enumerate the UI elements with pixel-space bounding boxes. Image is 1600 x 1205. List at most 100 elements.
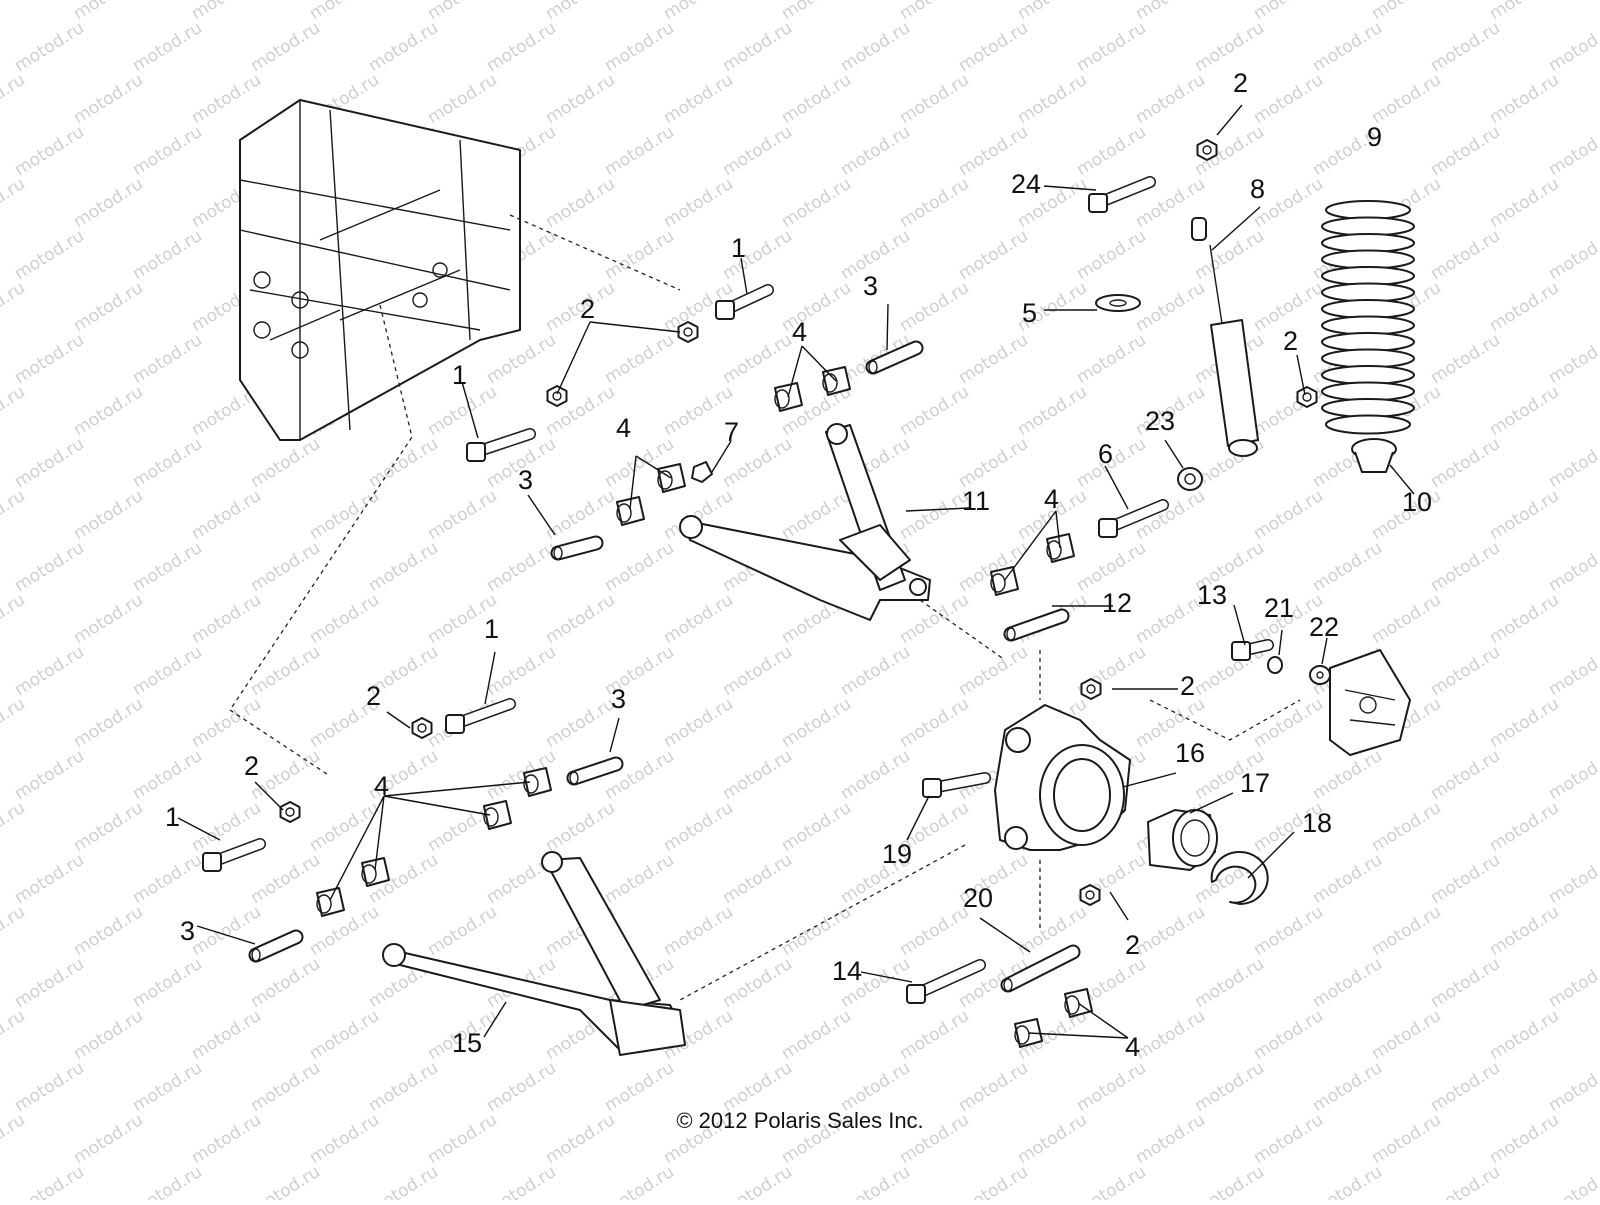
watermark-text: motod.ru bbox=[129, 122, 206, 180]
watermark-text: motod.ru bbox=[778, 694, 855, 752]
watermark-text: motod.ru bbox=[1309, 954, 1386, 1012]
spring-coil bbox=[1321, 249, 1415, 270]
watermark-text: motod.ru bbox=[1073, 330, 1150, 388]
watermark-text: motod.ru bbox=[660, 902, 737, 960]
bolt-head bbox=[445, 714, 465, 734]
spring-coil bbox=[1321, 216, 1415, 237]
bolt-head bbox=[466, 442, 486, 462]
watermark-text: motod.ru bbox=[1309, 18, 1386, 76]
nut bbox=[1080, 678, 1102, 700]
watermark-text: motod.ru bbox=[837, 18, 914, 76]
bolt-head bbox=[202, 852, 222, 872]
callout-4: 4 bbox=[792, 317, 807, 347]
watermark-text: motod.ru bbox=[0, 1006, 29, 1064]
nut bbox=[411, 717, 433, 739]
bushing-bore bbox=[1046, 540, 1062, 560]
watermark-text: motod.ru bbox=[0, 174, 29, 232]
watermark-text: motod.ru bbox=[1014, 0, 1091, 24]
watermark-text: motod.ru bbox=[188, 0, 265, 24]
callout-18: 18 bbox=[1302, 808, 1332, 838]
spring-coil bbox=[1321, 332, 1415, 352]
pivot-tube bbox=[552, 537, 602, 559]
watermark-text: motod.ru bbox=[129, 226, 206, 284]
watermark-text: motod.ru bbox=[247, 434, 324, 492]
watermark-text: motod.ru bbox=[1191, 1162, 1268, 1200]
brake-caliper bbox=[1329, 649, 1411, 756]
watermark-text: motod.ru bbox=[365, 18, 442, 76]
watermark-text: motod.ru bbox=[306, 798, 383, 856]
callout-1: 1 bbox=[731, 233, 746, 263]
watermark-text: motod.ru bbox=[365, 434, 442, 492]
callout-24: 24 bbox=[1011, 169, 1041, 199]
watermark-text: motod.ru bbox=[1545, 954, 1600, 1012]
watermark-text: motod.ru bbox=[955, 330, 1032, 388]
watermark-text: motod.ru bbox=[0, 278, 29, 336]
watermark-text: motod.ru bbox=[306, 486, 383, 544]
washer-5 bbox=[1095, 294, 1141, 312]
watermark-text: motod.ru bbox=[129, 330, 206, 388]
watermark-text: motod.ru bbox=[0, 382, 29, 440]
watermark-text: motod.ru bbox=[188, 486, 265, 544]
watermark-text: motod.ru bbox=[896, 0, 973, 24]
nut-hole bbox=[683, 327, 693, 337]
spring-coil bbox=[1321, 282, 1415, 303]
watermark-text: motod.ru bbox=[129, 538, 206, 596]
watermark-text: motod.ru bbox=[1309, 850, 1386, 908]
watermark-text: motod.ru bbox=[129, 746, 206, 804]
bolt-head bbox=[922, 778, 942, 798]
bushing-bore bbox=[774, 389, 790, 409]
nut-hole bbox=[552, 391, 562, 401]
watermark-text: motod.ru bbox=[601, 850, 678, 908]
callout-2: 2 bbox=[1283, 326, 1298, 356]
watermark-text: motod.ru bbox=[188, 1006, 265, 1064]
bushing-bore bbox=[316, 894, 332, 914]
watermark-text: motod.ru bbox=[1250, 0, 1327, 24]
watermark-text: motod.ru bbox=[483, 18, 560, 76]
watermark-text: motod.ru bbox=[1427, 746, 1504, 804]
watermark-text: motod.ru bbox=[1545, 850, 1600, 908]
nut-hole bbox=[1086, 684, 1096, 694]
callout-4: 4 bbox=[1125, 1032, 1140, 1062]
watermark-text: motod.ru bbox=[129, 1162, 206, 1200]
watermark-text: motod.ru bbox=[1486, 694, 1563, 752]
watermark-text: motod.ru bbox=[11, 538, 88, 596]
nuts bbox=[279, 139, 1318, 906]
watermark-text: motod.ru bbox=[1545, 226, 1600, 284]
watermark-text: motod.ru bbox=[601, 330, 678, 388]
watermark-text: motod.ru bbox=[1132, 902, 1209, 960]
watermark-text: motod.ru bbox=[0, 798, 29, 856]
watermark-text: motod.ru bbox=[1545, 330, 1600, 388]
watermark-text: motod.ru bbox=[660, 590, 737, 648]
washer-21 bbox=[1267, 656, 1283, 674]
watermark-text: motod.ru bbox=[0, 70, 29, 128]
nut-hole bbox=[417, 723, 427, 733]
watermark-text: motod.ru bbox=[1427, 954, 1504, 1012]
watermark-text: motod.ru bbox=[1545, 746, 1600, 804]
nut bbox=[546, 385, 568, 407]
watermark-text: motod.ru bbox=[719, 642, 796, 700]
watermark-text: motod.ru bbox=[778, 174, 855, 232]
watermark-text: motod.ru bbox=[70, 382, 147, 440]
watermark-text: motod.ru bbox=[542, 590, 619, 648]
callout-8: 8 bbox=[1250, 174, 1265, 204]
watermark-text: motod.ru bbox=[0, 902, 29, 960]
watermark-text: motod.ru bbox=[1545, 538, 1600, 596]
watermark-text: motod.ru bbox=[11, 746, 88, 804]
watermark-text: motod.ru bbox=[955, 1162, 1032, 1200]
watermark-text: motod.ru bbox=[601, 122, 678, 180]
bushing-bore bbox=[616, 503, 632, 523]
watermark-text: motod.ru bbox=[1545, 18, 1600, 76]
bushing-bore bbox=[1014, 1025, 1030, 1045]
watermark-text: motod.ru bbox=[1427, 226, 1504, 284]
watermark-text: motod.ru bbox=[660, 0, 737, 24]
assembly-dashed-lines bbox=[229, 214, 1301, 1001]
watermark-text: motod.ru bbox=[542, 70, 619, 128]
bushing-bore bbox=[361, 864, 377, 884]
watermark-text: motod.ru bbox=[1427, 642, 1504, 700]
callout-1: 1 bbox=[452, 360, 467, 390]
spring-coil bbox=[1321, 365, 1415, 385]
nut bbox=[1196, 139, 1218, 161]
callout-17: 17 bbox=[1240, 768, 1270, 798]
nut bbox=[279, 801, 301, 823]
